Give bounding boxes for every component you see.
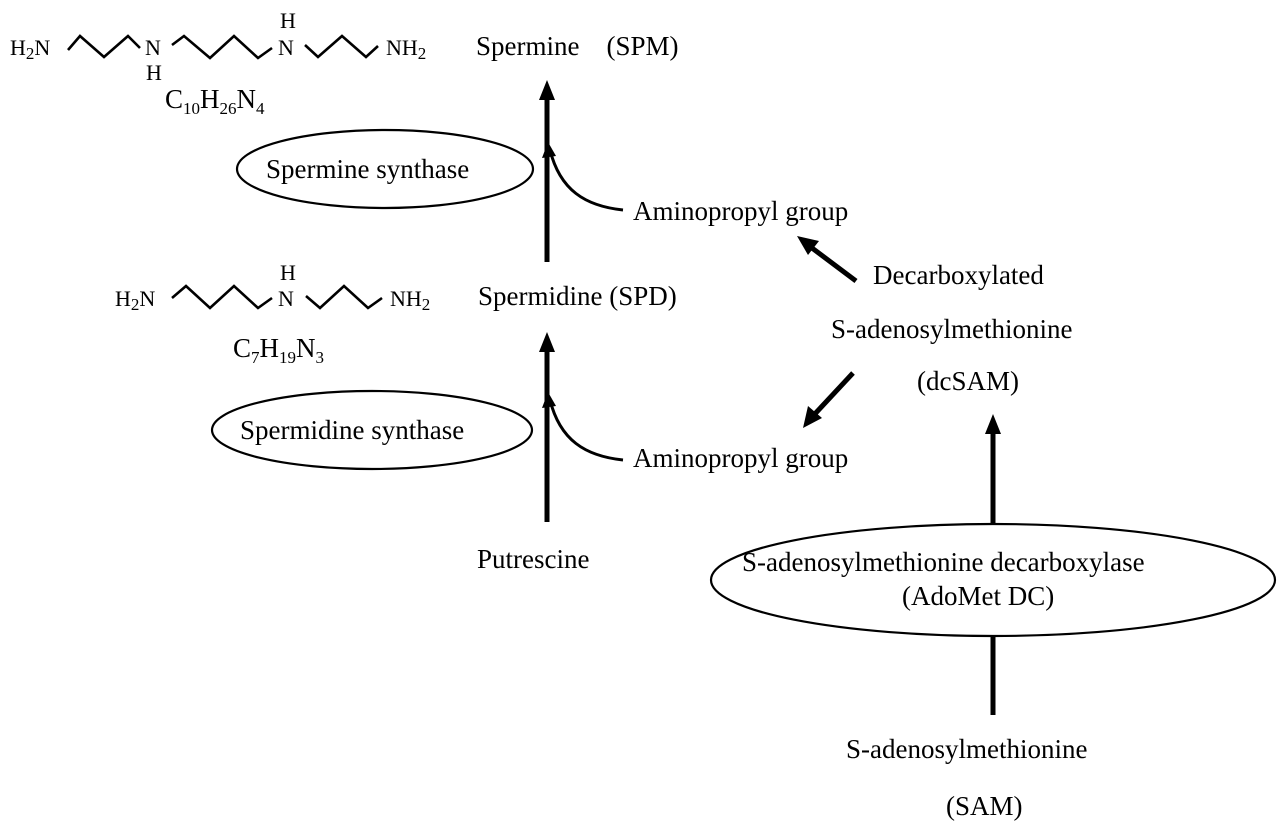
dcsam-to-aminopropyl-bottom-arrowhead: [803, 406, 822, 428]
spermidine-n1-h: H: [280, 260, 296, 285]
spermidine-to-spermine-arrowhead: [539, 80, 555, 100]
spermidine-structure: H2N N H NH2 C7H19N3: [115, 260, 430, 367]
spermidine-nh2: NH2: [390, 286, 430, 314]
spermine-synthase-ellipse: [235, 128, 535, 210]
adomet-dc-label-line1: S-adenosylmethionine decarboxylase: [742, 547, 1145, 577]
adomet-dc-label-line2: (AdoMet DC): [902, 581, 1054, 611]
spermine-n2: N: [278, 35, 294, 60]
putrescine-label: Putrescine: [477, 544, 589, 574]
spermidine-synthase-label: Spermidine synthase: [240, 415, 464, 445]
dcsam-to-aminopropyl-top-arrow: [806, 243, 858, 283]
spermine-n2-h: H: [280, 8, 296, 33]
spermine-structure: H2N N H N H NH2 C10H26N4: [10, 8, 426, 118]
adomet-dc-ellipse: [709, 522, 1277, 638]
aminopropyl-bottom-curve-arrow: [548, 399, 624, 462]
spermine-nh2: NH2: [386, 35, 426, 63]
aminopropyl-top-curve-arrow: [548, 149, 624, 212]
spermine-label: Spermine (SPM): [476, 31, 679, 61]
spermine-synthase-label: Spermine synthase: [266, 154, 469, 184]
aminopropyl-bottom-curve-arrowhead: [542, 392, 556, 408]
sam-label-line1: S-adenosylmethionine: [846, 734, 1087, 764]
dcsam-label-line1: Decarboxylated: [873, 260, 1044, 290]
spermidine-bond-chain-1: [171, 284, 273, 310]
spermidine-label: Spermidine (SPD): [478, 281, 677, 311]
aminopropyl-top-curve-arrowhead: [542, 142, 556, 158]
spermidine-synthase-ellipse: [210, 389, 534, 471]
dcsam-label-line3: (dcSAM): [917, 366, 1019, 396]
spermine-n1-h: H: [146, 60, 162, 85]
adomet-dc-enzyme: S-adenosylmethionine decarboxylase (AdoM…: [709, 522, 1277, 638]
dcsam-label-line2: S-adenosylmethionine: [831, 314, 1072, 344]
spermidine-formula: C7H19N3: [233, 333, 324, 367]
spermine-n1: N: [145, 35, 161, 60]
spermidine-bond-chain-2: [305, 284, 383, 310]
putrescine-to-spermidine-arrowhead: [539, 332, 555, 352]
sam-label-line2: (SAM): [946, 791, 1023, 821]
spermidine-n1: N: [278, 286, 294, 311]
aminopropyl-group-top-label: Aminopropyl group: [633, 196, 848, 226]
spermine-formula: C10H26N4: [165, 84, 265, 118]
spermine-bond-chain-3: [304, 34, 379, 59]
spermine-bond-chain-2: [171, 34, 273, 60]
spermidine-h2n: H2N: [115, 286, 155, 314]
spermine-synthase-enzyme: Spermine synthase: [235, 128, 535, 210]
spermidine-synthase-enzyme: Spermidine synthase: [210, 389, 534, 471]
adomet-dc-to-dcsam-arrowhead: [985, 414, 1001, 434]
dcsam-to-aminopropyl-top-arrowhead: [797, 236, 819, 255]
dcsam-to-aminopropyl-bottom-arrow: [810, 371, 855, 419]
spermine-h2n: H2N: [10, 35, 50, 63]
aminopropyl-group-bottom-label: Aminopropyl group: [633, 443, 848, 473]
spermine-bond-chain-1: [67, 34, 141, 59]
